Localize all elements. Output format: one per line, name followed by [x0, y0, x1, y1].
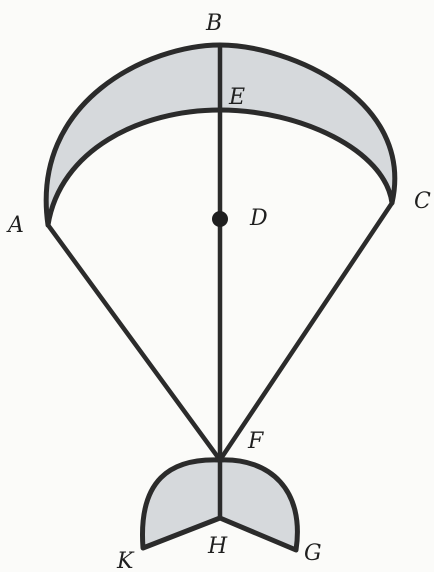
label-e: E — [228, 85, 245, 110]
label-h: H — [207, 534, 228, 559]
label-b: B — [205, 11, 222, 36]
label-f: F — [247, 429, 264, 454]
label-g: G — [304, 541, 322, 566]
line-af — [45, 222, 223, 463]
label-a: A — [6, 213, 24, 238]
label-k: K — [116, 549, 135, 572]
label-c: C — [414, 189, 431, 214]
label-d: D — [249, 206, 268, 231]
line-cf — [217, 200, 395, 463]
point-d-dot — [212, 211, 228, 227]
canopy-shape — [43, 42, 397, 228]
